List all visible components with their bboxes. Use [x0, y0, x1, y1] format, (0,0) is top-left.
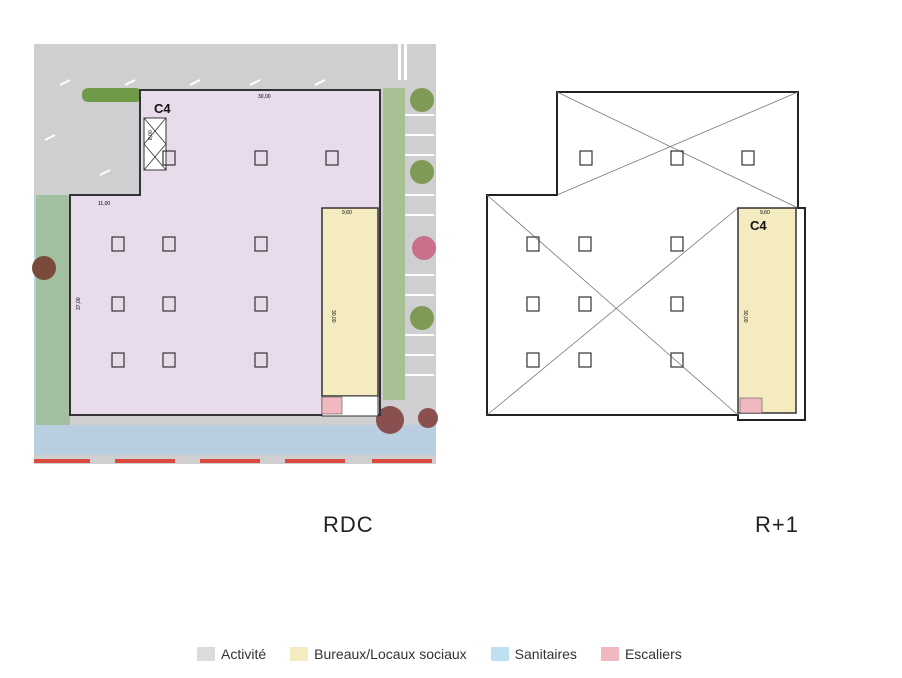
water-area-bottom [34, 425, 436, 455]
grass-strip-right [383, 88, 405, 400]
dim-top: 30,00 [258, 94, 271, 100]
legend-item-sanitaires: Sanitaires [490, 646, 577, 662]
plan-r1: 9,60 30,00 C4 [470, 70, 820, 440]
r1-drawing: 9,60 30,00 C4 [486, 91, 806, 421]
dim-left: 37,00 [76, 297, 82, 310]
trees [32, 88, 438, 434]
legend-item-bureaux: Bureaux/Locaux sociaux [290, 646, 467, 662]
floor-label-rdc: RDC [323, 512, 374, 537]
legend-swatch [290, 647, 309, 661]
roof-lines [486, 91, 799, 416]
cell-label-r1: C4 [750, 218, 767, 233]
columns [111, 150, 339, 368]
legend-item-activite: Activité [197, 646, 266, 662]
dim-office-height: 30,00 [330, 310, 336, 323]
rdc-drawing: 30,00 11,00 9,60 37,00 30,00 8,00 C4 [32, 44, 438, 464]
dim-office-width: 9,60 [342, 210, 352, 216]
parking-lines [405, 114, 434, 376]
plan-rdc: 30,00 11,00 9,60 37,00 30,00 8,00 C4 [0, 0, 450, 480]
r1-outline [486, 91, 806, 421]
legend-label: Bureaux/Locaux sociaux [314, 646, 467, 662]
legend-item-escaliers: Escaliers [600, 646, 682, 662]
legend-label: Activité [221, 646, 267, 662]
cell-label-rdc: C4 [154, 101, 171, 116]
legend-swatch [490, 647, 509, 661]
legend-label: Sanitaires [514, 646, 577, 662]
road-dashes [44, 79, 326, 176]
hedge [82, 88, 142, 102]
legend: Activité Bureaux/Locaux sociaux Sanitair… [197, 644, 706, 664]
legend-label: Escaliers [624, 646, 682, 662]
dim-r1-width: 9,60 [760, 210, 770, 216]
stairs-r1 [739, 397, 763, 414]
crosswalk [398, 44, 407, 80]
building-footprint [69, 89, 381, 416]
office-zone-r1 [737, 207, 797, 414]
stairs [321, 396, 343, 415]
dim-left-top: 11,00 [98, 201, 110, 207]
office-zone [321, 207, 379, 397]
grass-strip-left [36, 195, 70, 425]
legend-swatch [600, 647, 619, 661]
dim-r1-height: 30,00 [742, 310, 748, 323]
columns-r1 [526, 150, 755, 368]
legend-swatch [197, 647, 215, 661]
dim-entrance: 8,00 [148, 130, 154, 140]
floor-label-r1: R+1 [755, 512, 799, 537]
